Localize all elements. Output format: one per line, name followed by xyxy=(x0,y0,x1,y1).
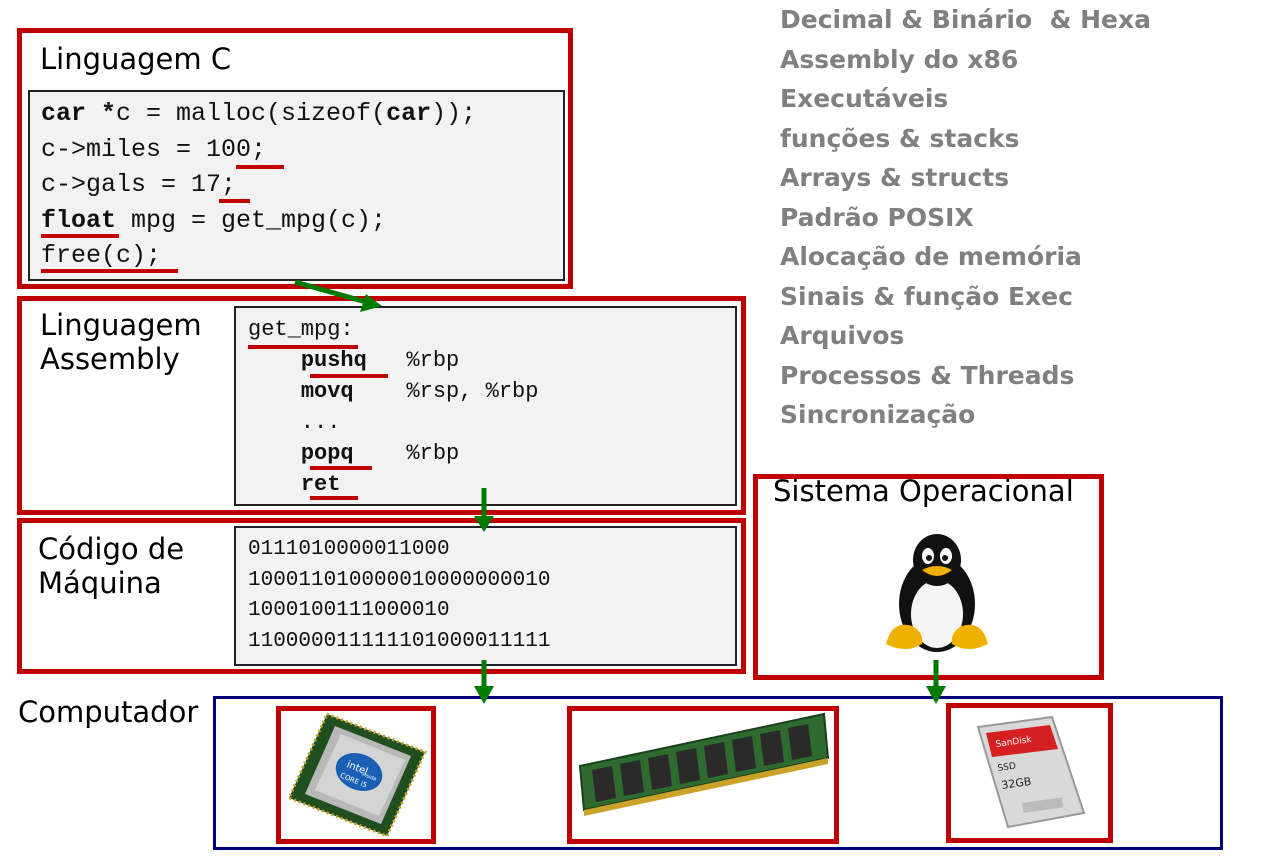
code-line: popq %rbp xyxy=(248,438,538,469)
c-code: car *c = malloc(sizeof(car));c->miles = … xyxy=(41,96,476,274)
code-text: )); xyxy=(431,99,477,128)
binary-line: 110000011111101000011111 xyxy=(248,629,551,653)
topic-item: Sincronização xyxy=(780,400,976,429)
code-line: c->gals = 17; xyxy=(41,167,476,203)
code-line: movq %rsp, %rbp xyxy=(248,376,539,407)
os-label: Sistema Operacional xyxy=(773,474,1074,508)
code-line: float mpg = get_mpg(c); xyxy=(41,203,476,239)
code-keyword: car * xyxy=(41,99,117,128)
code-text: %rsp, %rbp xyxy=(353,379,539,404)
code-text: mpg = get_mpg(c); xyxy=(116,205,387,235)
code-line: c->miles = 100; xyxy=(41,132,476,168)
svg-text:SSD: SSD xyxy=(997,762,1017,774)
topic-item: Padrão POSIX xyxy=(780,202,974,232)
code-keyword: car xyxy=(386,99,432,128)
code-line: get_mpg: xyxy=(248,314,538,345)
code-line: car *c = malloc(sizeof(car)); xyxy=(41,96,476,132)
underline-ret xyxy=(310,496,358,500)
binary-code: 0111010000011000 100011010000010000000010… xyxy=(248,535,550,657)
binary-line: 1000100111000010 xyxy=(248,599,450,622)
code-text: %rbp xyxy=(366,348,460,373)
code-text: c = malloc(sizeof( xyxy=(116,99,387,128)
code-keyword: float xyxy=(41,205,117,235)
machine-code-label: Código de Máquina xyxy=(38,532,185,601)
code-text: c->gals = 17; xyxy=(41,170,237,199)
c-language-label: Linguagem C xyxy=(40,42,232,76)
topic-item: Sinais & função Exec xyxy=(780,281,1073,311)
ssd-drive-icon: SanDisk SSD 32GB xyxy=(976,715,1086,829)
linux-penguin-icon xyxy=(886,534,988,652)
code-line: pushq %rbp xyxy=(248,345,538,376)
computer-box xyxy=(213,696,1223,850)
underline-popq xyxy=(310,466,372,470)
ram-module-icon xyxy=(578,712,830,816)
underline-free xyxy=(41,269,178,273)
code-text: ... xyxy=(248,410,341,435)
underline-17 xyxy=(219,199,250,203)
code-text: %rbp xyxy=(353,441,460,466)
topic-item: Decimal & Binário & Hexa xyxy=(780,5,1151,34)
topic-item: Assembly do x86 xyxy=(780,44,1019,74)
code-keyword: ret xyxy=(300,472,341,497)
underline-pushq xyxy=(310,374,388,378)
underline-100 xyxy=(236,165,284,169)
code-line: free(c); xyxy=(41,238,476,274)
code-text: c->miles = 100; xyxy=(41,134,267,164)
topic-item: Executáveis xyxy=(780,84,949,113)
cpu-chip-icon: intel inside CORE i5 xyxy=(287,712,427,838)
svg-text:inside: inside xyxy=(361,772,377,783)
topic-item: Processos & Threads xyxy=(780,360,1075,390)
binary-line: 100011010000010000000010 xyxy=(248,568,551,592)
code-keyword: movq xyxy=(300,379,354,404)
code-text: free(c); xyxy=(41,241,162,270)
svg-text:32GB: 32GB xyxy=(1001,775,1033,792)
code-keyword: pushq xyxy=(300,348,367,373)
underline-get-mpg xyxy=(248,345,358,349)
code-keyword: popq xyxy=(300,441,354,466)
assembly-code: get_mpg: pushq %rbp movq %rsp, %rbp ... … xyxy=(248,314,538,500)
topic-item: Arrays & structs xyxy=(780,163,1010,192)
topic-item: Alocação de memória xyxy=(780,242,1082,271)
topic-item: Arquivos xyxy=(780,321,905,350)
assembly-label: Linguagem Assembly xyxy=(40,308,202,377)
code-text: get_mpg: xyxy=(248,317,354,342)
computer-label: Computador xyxy=(18,695,199,729)
code-line: ... xyxy=(248,407,538,438)
code-line: ret xyxy=(248,469,538,500)
arrow-c-to-asm xyxy=(294,279,367,305)
underline-float xyxy=(41,234,119,238)
binary-line: 0111010000011000 xyxy=(248,538,450,561)
topic-item: funções & stacks xyxy=(780,123,1020,153)
